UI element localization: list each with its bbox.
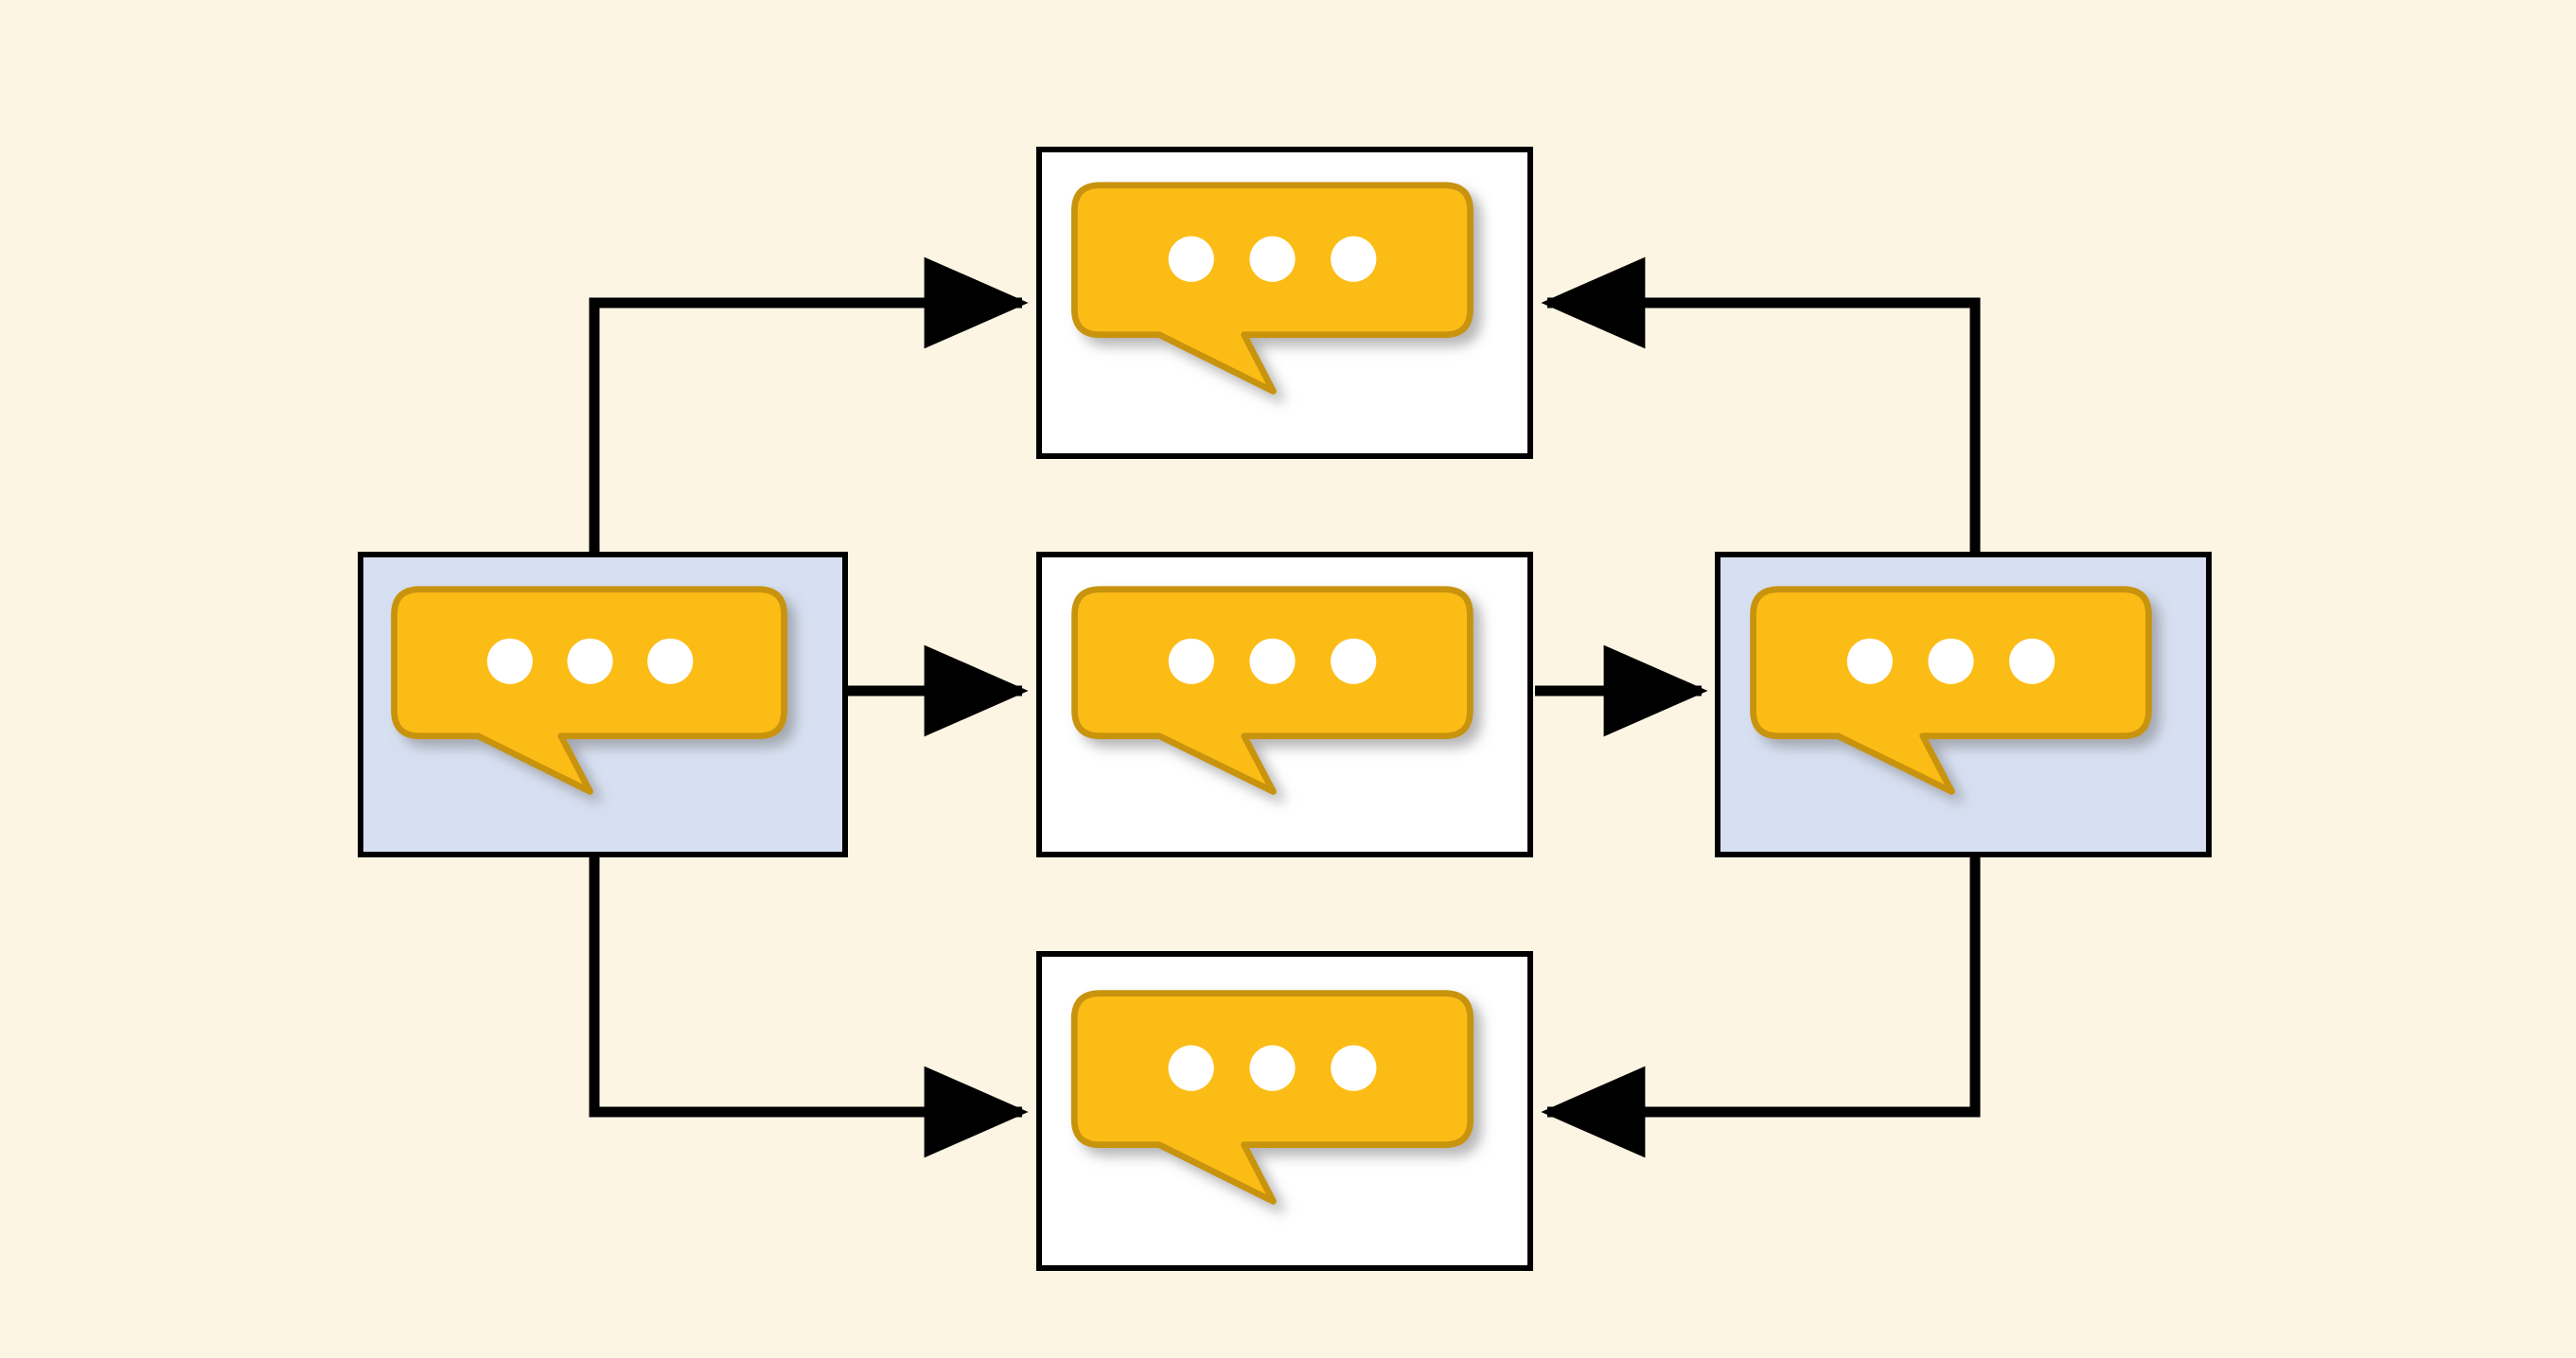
node-left[interactable] (358, 552, 848, 857)
node-top[interactable] (1036, 147, 1533, 459)
node-right[interactable] (1715, 552, 2212, 857)
speech-bubble-ellipsis-icon (1042, 557, 1527, 852)
edge-left-to-bottom (589, 857, 1029, 1158)
speech-bubble-ellipsis-icon (1720, 557, 2206, 852)
speech-bubble-ellipsis-icon (363, 557, 842, 852)
node-bottom[interactable] (1036, 951, 1533, 1271)
node-middle[interactable] (1036, 552, 1533, 857)
speech-bubble-ellipsis-icon (1042, 152, 1527, 453)
edge-right-to-top (1541, 256, 1981, 552)
speech-bubble-ellipsis-icon (1042, 957, 1527, 1265)
edge-left-to-top (589, 256, 1029, 552)
edge-right-to-bottom (1541, 857, 1981, 1158)
